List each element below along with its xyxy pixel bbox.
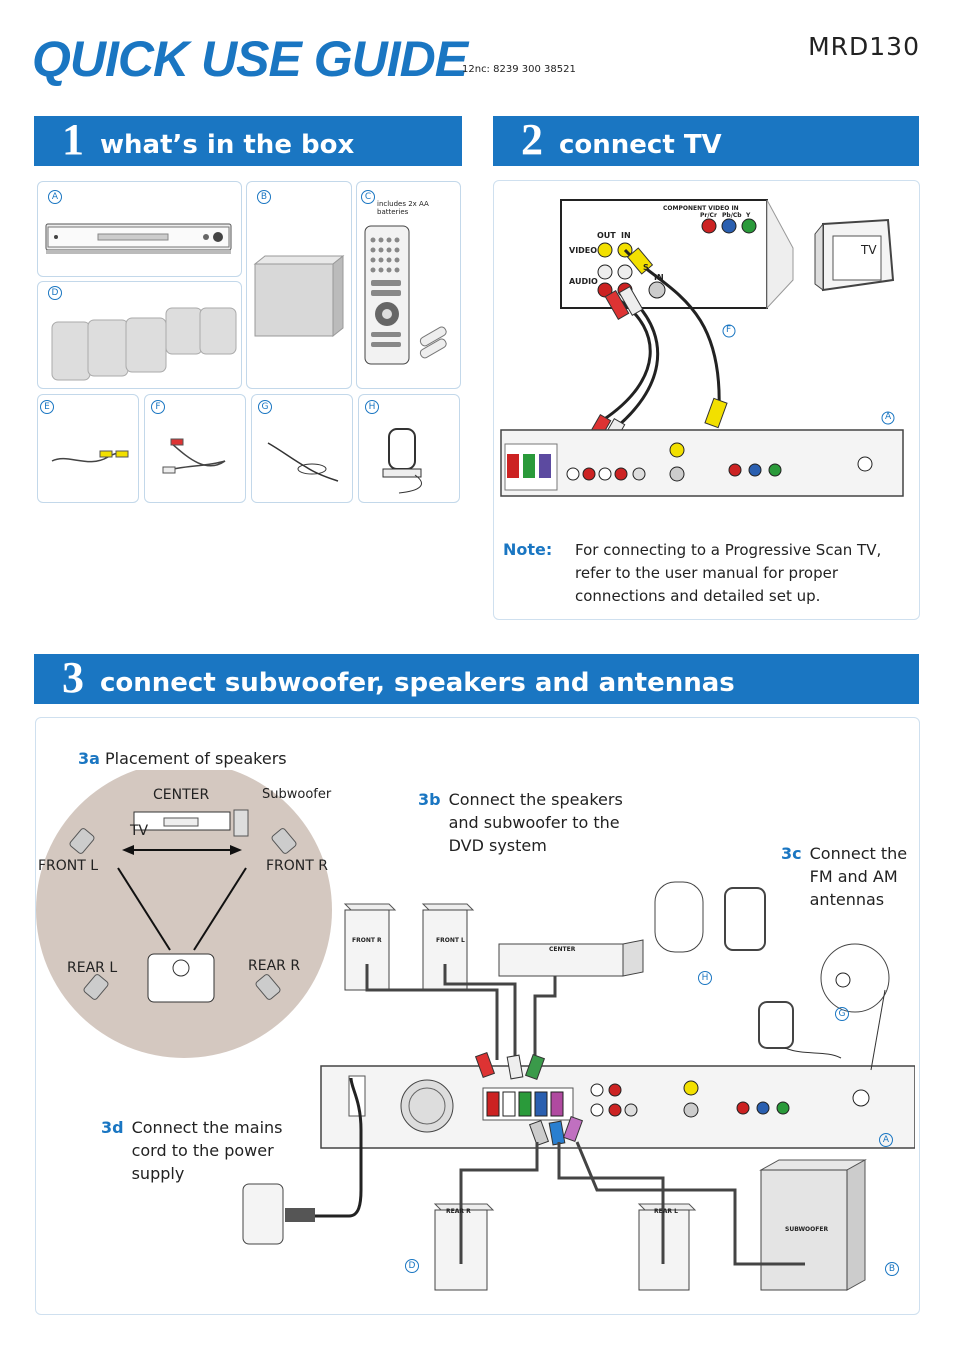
rear-l-box-label: REAR L xyxy=(654,1208,678,1215)
connect-tv-diagram xyxy=(500,199,904,497)
front-r-box-label: FRONT R xyxy=(352,937,382,944)
y-label: Y xyxy=(746,212,751,219)
speaker-placement-diagram xyxy=(36,770,332,1058)
out-label: OUT xyxy=(597,231,616,240)
letter-badge: G xyxy=(258,400,272,414)
section-title: connect TV xyxy=(559,130,722,160)
step-3b: 3b Connect the speakers and subwoofer to… xyxy=(418,788,633,857)
pb-label: Pb/Cb xyxy=(722,212,742,219)
tag-d: D xyxy=(405,1259,419,1273)
section-title: what’s in the box xyxy=(100,130,355,160)
batteries-note: includes 2x AA batteries xyxy=(377,200,429,216)
speakers-illustration xyxy=(51,307,237,381)
item-d-speakers: D xyxy=(37,281,242,389)
note-text: For connecting to a Progressive Scan TV,… xyxy=(575,541,882,605)
part-number: 12nc: 8239 300 38521 xyxy=(462,64,576,75)
cable-tag-f: F xyxy=(726,325,732,335)
device-tag-a: A xyxy=(885,412,892,422)
item-c-remote: C includes 2x AA batteries xyxy=(356,181,461,389)
step-3a: 3a Placement of speakers xyxy=(78,747,287,770)
section-number: 3 xyxy=(62,653,84,702)
tv-label: TV xyxy=(861,243,877,257)
item-g-fm-antenna: G xyxy=(251,394,353,503)
front-r-label: FRONT R xyxy=(266,858,329,874)
center-label: CENTER xyxy=(153,787,210,803)
step-3d: 3d Connect the mains cord to the power s… xyxy=(101,1116,286,1185)
step-number: 3d xyxy=(101,1118,124,1137)
rear-r-box-label: REAR R xyxy=(446,1208,471,1215)
step-text: Placement of speakers xyxy=(105,749,287,768)
in-label: IN xyxy=(621,231,631,240)
letter-badge: C xyxy=(361,190,375,204)
subwoofer-illustration xyxy=(253,254,345,338)
item-e-video-cable: E xyxy=(37,394,139,503)
video-label: VIDEO xyxy=(569,246,598,255)
subwoofer-label: Subwoofer xyxy=(262,787,332,802)
step-text: Connect the mains cord to the power supp… xyxy=(131,1118,283,1183)
item-f-audio-cable: F xyxy=(144,394,246,503)
section-2-header: 2 connect TV xyxy=(493,115,919,166)
section-number: 1 xyxy=(62,115,84,164)
wiring-diagram xyxy=(242,881,915,1291)
page-title: QUICK USE GUIDE xyxy=(32,31,468,87)
front-l-label: FRONT L xyxy=(38,858,99,874)
step-number: 3b xyxy=(418,790,441,809)
center-box-label: CENTER xyxy=(549,946,576,953)
rear-l-label: REAR L xyxy=(67,960,118,976)
section-number: 2 xyxy=(521,115,543,164)
step-number: 3c xyxy=(781,844,802,863)
note-label: Note: xyxy=(503,540,553,559)
tag-g: G xyxy=(835,1007,849,1021)
item-b-subwoofer: B xyxy=(246,181,352,389)
tv-placement-label: TV xyxy=(130,823,149,839)
dvd-player-illustration xyxy=(45,223,232,254)
tag-b: B xyxy=(885,1262,899,1276)
letter-badge: B xyxy=(257,190,271,204)
rear-r-label: REAR R xyxy=(248,958,301,974)
s-video-in-label: IN xyxy=(654,273,664,282)
letter-badge: D xyxy=(48,286,62,300)
section-title: connect subwoofer, speakers and antennas xyxy=(100,668,735,698)
video-cable-illustration xyxy=(51,450,129,463)
letter-badge: H xyxy=(365,400,379,414)
subwoofer-box-label: SUBWOOFER xyxy=(785,1226,829,1233)
s-video-label: S xyxy=(643,263,649,272)
letter-badge: F xyxy=(151,400,165,414)
step-number: 3a xyxy=(78,749,100,768)
am-antenna-illustration xyxy=(382,428,422,494)
audio-cable-illustration xyxy=(162,438,226,474)
letter-badge: A xyxy=(48,190,62,204)
step-text: Connect the speakers and subwoofer to th… xyxy=(448,790,623,855)
model-number: MRD130 xyxy=(808,32,920,61)
tag-h: H xyxy=(698,971,712,985)
tag-a: A xyxy=(879,1133,893,1147)
section-3-header: 3 connect subwoofer, speakers and antenn… xyxy=(34,653,919,704)
fm-antenna-illustration xyxy=(267,442,339,482)
letter-badge: E xyxy=(40,400,54,414)
section-1-header: 1 what’s in the box xyxy=(34,115,462,166)
item-a-dvd-system: A xyxy=(37,181,242,277)
remote-control-illustration xyxy=(364,225,447,365)
audio-label: AUDIO xyxy=(569,277,598,286)
step-text: Connect the FM and AM antennas xyxy=(809,844,908,909)
front-l-box-label: FRONT L xyxy=(436,937,465,944)
pr-label: Pr/Cr xyxy=(700,212,717,219)
step-3c: 3c Connect the FM and AM antennas xyxy=(781,842,911,911)
component-video-label: COMPONENT VIDEO IN xyxy=(663,205,739,212)
item-h-am-antenna: H xyxy=(358,394,460,503)
